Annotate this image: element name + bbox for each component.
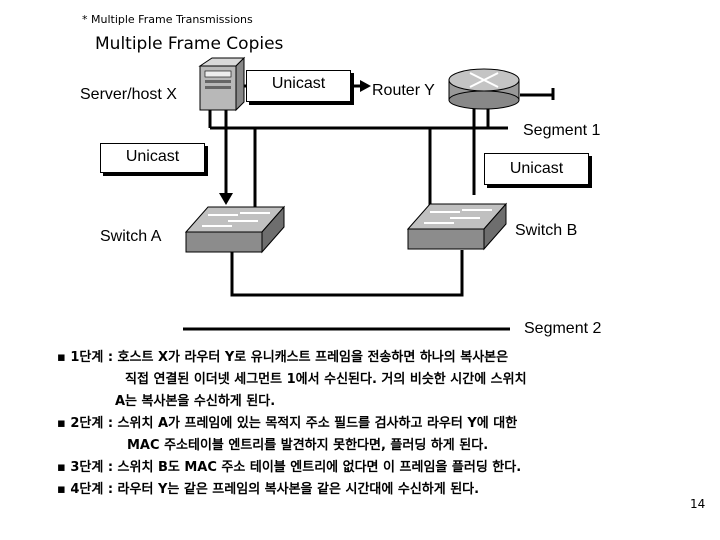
step-text: 1단계 : 호스트 X가 라우터 Y로 유니캐스트 프레임을 전송하면 하나의 …: [70, 350, 509, 365]
switch-a-label: Switch A: [100, 228, 162, 245]
bullet-icon: ▪: [57, 350, 71, 365]
slide-title: Multiple Frame Copies: [95, 34, 284, 54]
server-icon: [198, 56, 246, 112]
step-continuation: MAC 주소테이블 엔트리를 발견하지 못한다면, 플러딩 하게 된다.: [127, 438, 489, 453]
switch-b-icon: [406, 202, 508, 251]
step-continuation: 직접 연결된 이더넷 세그먼트 1에서 수신된다. 거의 비슷한 시간에 스위치: [125, 372, 527, 387]
step-text: 2단계 : 스위치 A가 프레임에 있는 목적지 주소 필드를 검사하고 라우터…: [70, 416, 518, 431]
bullet-icon: ▪: [57, 482, 71, 497]
step-text: 3단계 : 스위치 B도 MAC 주소 테이블 엔트리에 없다면 이 프레임을 …: [70, 460, 522, 475]
step-continuation: A는 복사본을 수신하게 된다.: [115, 394, 276, 409]
arrow-head-down-a: [219, 193, 233, 205]
bullet-icon: ▪: [57, 416, 71, 431]
router-label: Router Y: [372, 82, 435, 99]
page-number: 14: [690, 497, 706, 511]
unicast-box-left: Unicast: [100, 143, 205, 173]
step-item: ▪ 3단계 : 스위치 B도 MAC 주소 테이블 엔트리에 없다면 이 프레임…: [57, 457, 677, 479]
step-item: ▪ 1단계 : 호스트 X가 라우터 Y로 유니캐스트 프레임을 전송하면 하나…: [57, 347, 677, 369]
server-label: Server/host X: [80, 86, 177, 103]
switch-b-label: Switch B: [515, 222, 578, 239]
step-item: ▪ 2단계 : 스위치 A가 프레임에 있는 목적지 주소 필드를 검사하고 라…: [57, 413, 677, 435]
step-item: ▪ 4단계 : 라우터 Y는 같은 프레임의 복사본을 같은 시간대에 수신하게…: [57, 479, 677, 501]
router-icon: [448, 68, 520, 110]
arrow-head-right: [360, 80, 371, 92]
unicast-box-right: Unicast: [484, 153, 589, 185]
step-text: 4단계 : 라우터 Y는 같은 프레임의 복사본을 같은 시간대에 수신하게 된…: [70, 482, 480, 497]
segment-1-label: Segment 1: [523, 122, 601, 139]
switch-ab-link: [230, 250, 464, 297]
top-label: * Multiple Frame Transmissions: [82, 13, 253, 26]
bullet-icon: ▪: [57, 460, 71, 475]
switch-a-icon: [184, 205, 286, 254]
unicast-box-top: Unicast: [246, 70, 351, 102]
steps-list: ▪ 1단계 : 호스트 X가 라우터 Y로 유니캐스트 프레임을 전송하면 하나…: [57, 347, 677, 501]
segment-2-label: Segment 2: [524, 320, 602, 337]
